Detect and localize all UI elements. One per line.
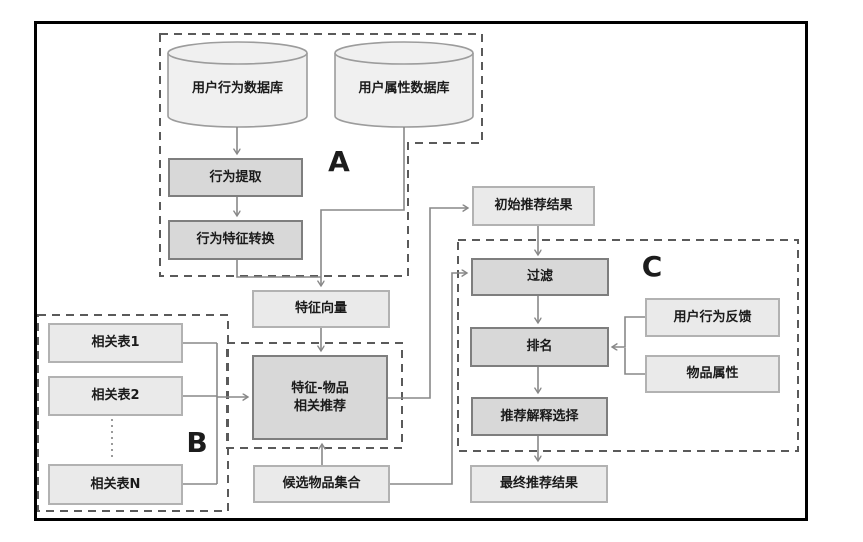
node-initial-result: 初始推荐结果 [472,186,595,226]
node-feature-item-recommendation: 特征-物品 相关推荐 [252,355,388,440]
node-item-attributes: 物品属性 [645,355,780,393]
node-candidate-item-set: 候选物品集合 [253,465,390,503]
region-a-label: A [328,144,350,178]
region-c-label: C [641,249,663,283]
edge-item-attributes-to-ranking [624,348,645,375]
edge-candidates-to-filter [390,273,467,485]
node-label: 用户属性数据库 [358,80,450,96]
region-a-outline [159,33,483,277]
region-b-label: B [186,425,208,459]
node-user-behavior-db: 用户行为数据库 [168,60,307,112]
node-filter: 过滤 [471,258,609,296]
node-explanation-selection: 推荐解释选择 [471,397,608,436]
region-fusion-outline [226,342,403,449]
edge-conversion-to-feature-vector [236,260,321,278]
edge-feedback-to-ranking [612,316,645,347]
edge-attribute-db-to-feature-vector [321,127,405,286]
node-related-table-n: 相关表N [48,464,183,505]
node-related-table-1: 相关表1 [48,323,183,363]
node-related-table-2: 相关表2 [48,376,183,416]
node-ranking: 排名 [470,327,609,367]
edge-fusion-to-initial-result [388,208,468,399]
node-behavior-feature-conversion: 行为特征转换 [168,220,303,260]
user-attribute-db-cylinder-top [334,41,474,65]
node-behavior-extraction: 行为提取 [168,158,303,197]
region-c-outline [457,239,799,452]
node-label: 用户行为数据库 [191,80,283,96]
node-final-result: 最终推荐结果 [470,465,608,503]
user-behavior-db-cylinder-top [167,41,308,65]
node-feature-vector: 特征向量 [252,290,390,328]
node-user-behavior-feedback: 用户行为反馈 [645,298,780,337]
node-user-attribute-db: 用户属性数据库 [335,60,473,112]
